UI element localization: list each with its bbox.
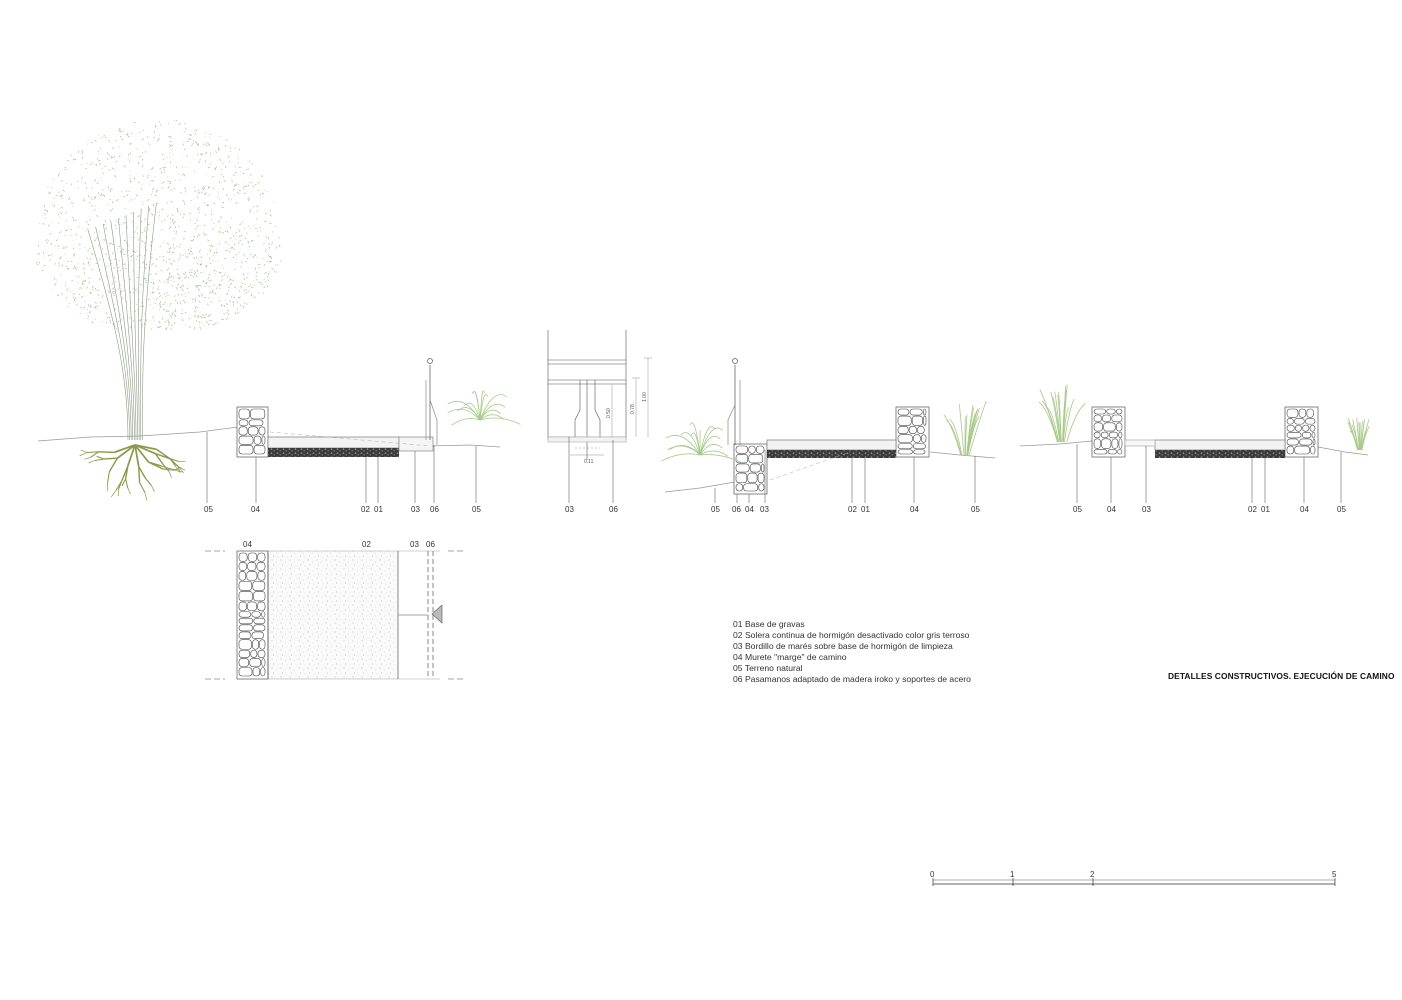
section-2-labels: 03 06 0.78 1.00 0.50 0.11 bbox=[565, 392, 648, 514]
label-03: 03 bbox=[1142, 505, 1151, 514]
plan-view bbox=[205, 550, 465, 680]
label-01: 01 bbox=[1261, 505, 1270, 514]
label-03: 03 bbox=[565, 505, 574, 514]
legend-item: 02 Solera continua de hormigón desactiva… bbox=[733, 630, 970, 640]
label-03: 03 bbox=[410, 540, 419, 549]
label-03: 03 bbox=[411, 505, 420, 514]
section-3 bbox=[664, 358, 996, 503]
dim-0-11: 0.11 bbox=[584, 459, 594, 465]
label-05: 05 bbox=[1337, 505, 1346, 514]
label-03: 03 bbox=[760, 505, 769, 514]
section-4-labels: 05 04 03 02 01 04 05 bbox=[1073, 505, 1346, 514]
label-06: 06 bbox=[609, 505, 618, 514]
section-2-railing-detail bbox=[547, 330, 652, 503]
dim-1-00: 1.00 bbox=[642, 392, 648, 402]
section-3-labels: 05 06 04 03 02 01 04 05 bbox=[711, 505, 980, 514]
label-04: 04 bbox=[251, 505, 260, 514]
label-05: 05 bbox=[971, 505, 980, 514]
scale-label-2: 2 bbox=[1090, 870, 1095, 879]
label-06: 06 bbox=[430, 505, 439, 514]
label-02: 02 bbox=[848, 505, 857, 514]
scale-label-1: 1 bbox=[1010, 870, 1015, 879]
scale-bar bbox=[932, 878, 1336, 886]
label-02: 02 bbox=[1248, 505, 1257, 514]
legend-item: 03 Bordillo de marés sobre base de hormi… bbox=[733, 641, 953, 651]
label-04: 04 bbox=[1107, 505, 1116, 514]
scale-label-0: 0 bbox=[930, 870, 935, 879]
label-04: 04 bbox=[910, 505, 919, 514]
label-06: 06 bbox=[732, 505, 741, 514]
section-4 bbox=[1019, 406, 1369, 503]
dim-0-78: 0.78 bbox=[630, 404, 636, 414]
section-1-labels: 05 04 02 01 03 06 05 bbox=[204, 505, 481, 514]
legend-item: 06 Pasamanos adaptado de madera iroko y … bbox=[733, 674, 971, 684]
label-05: 05 bbox=[1073, 505, 1082, 514]
label-01: 01 bbox=[861, 505, 870, 514]
scale-label-5: 5 bbox=[1332, 870, 1337, 879]
plant-illustration bbox=[1038, 384, 1086, 443]
label-05: 05 bbox=[711, 505, 720, 514]
label-06: 06 bbox=[426, 540, 435, 549]
plant-illustration bbox=[661, 422, 742, 464]
legend-item: 05 Terreno natural bbox=[733, 663, 803, 673]
plan-labels: 04 02 03 06 bbox=[243, 540, 435, 549]
label-04: 04 bbox=[243, 540, 252, 549]
plant-illustration bbox=[1347, 417, 1370, 451]
plant-illustration bbox=[447, 390, 521, 426]
drawing-title: DETALLES CONSTRUCTIVOS. EJECUCIÓN DE CAM… bbox=[1168, 671, 1395, 681]
legend: 01 Base de gravas 02 Solera continua de … bbox=[733, 619, 971, 685]
legend-item: 04 Murete "marge" de camino bbox=[733, 652, 847, 662]
label-05: 05 bbox=[204, 505, 213, 514]
legend-item: 01 Base de gravas bbox=[733, 619, 805, 629]
label-01: 01 bbox=[374, 505, 383, 514]
label-04: 04 bbox=[745, 505, 754, 514]
label-02: 02 bbox=[362, 540, 371, 549]
tree-illustration bbox=[36, 119, 282, 501]
label-02: 02 bbox=[361, 505, 370, 514]
plant-illustration bbox=[943, 400, 987, 456]
label-05: 05 bbox=[472, 505, 481, 514]
label-04: 04 bbox=[1300, 505, 1309, 514]
scale-bar-labels: 0 1 2 5 bbox=[930, 870, 1337, 879]
section-1 bbox=[37, 358, 501, 503]
dim-0-50: 0.50 bbox=[606, 408, 612, 418]
